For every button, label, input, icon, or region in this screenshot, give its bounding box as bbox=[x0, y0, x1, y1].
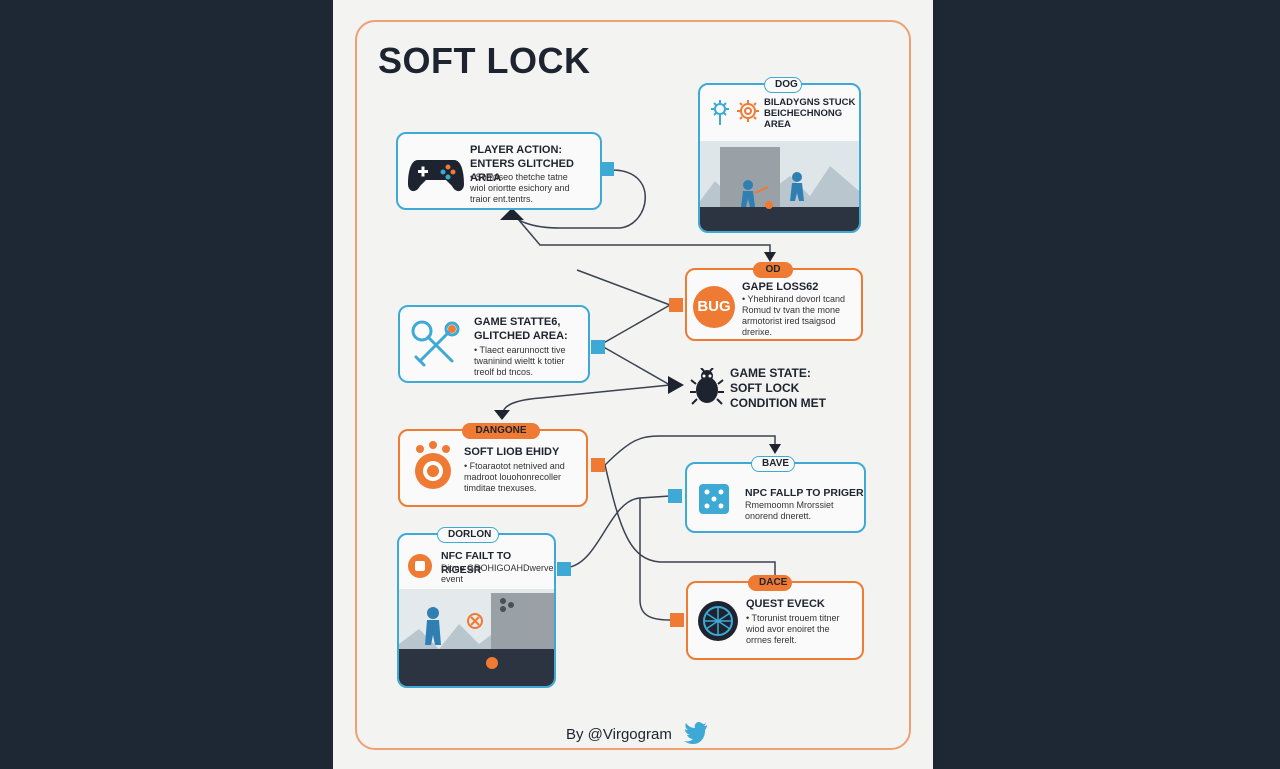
npc-fail-right-tag: BAVE bbox=[751, 456, 795, 472]
npc-fail-left-title: NFC FAILT TO RIGESR bbox=[441, 550, 512, 576]
line-to-entry bbox=[502, 384, 671, 413]
soft-lock-entry-desc: • Ftoaraotot netnived and madroot louoho… bbox=[464, 461, 565, 493]
line-npc-left-to-right bbox=[569, 495, 671, 568]
arrow-up bbox=[500, 208, 524, 220]
line-to-game-loss bbox=[511, 211, 771, 258]
connector-npc-fail-left bbox=[557, 562, 571, 576]
quest-check-title: QUEST EVECK bbox=[746, 598, 825, 610]
npc-fail-left-scene bbox=[399, 589, 554, 686]
player-action-title: PLAYER ACTION: ENTERS GLITCHED AREA bbox=[470, 144, 574, 184]
line-player-to-arrow bbox=[509, 169, 646, 229]
footer-byline: By @Virgogram bbox=[566, 726, 672, 743]
arrow-down-2 bbox=[494, 410, 510, 420]
globe-icon bbox=[698, 601, 738, 641]
card-stuck[interactable]: BILADYGNS STUCK BEICHECHNONG AREA DOG bbox=[698, 77, 861, 233]
twitter-bird-icon[interactable] bbox=[684, 722, 708, 744]
page-title: SOFT LOCK bbox=[378, 40, 591, 81]
connector-game-loss bbox=[669, 298, 683, 312]
alert-icon bbox=[415, 441, 451, 489]
soft-lock-entry-title: SOFT LIOB EHIDY bbox=[464, 446, 560, 458]
connector-npc-fail-right bbox=[668, 489, 682, 503]
card-player-action[interactable]: PLAYER ACTION: ENTERS GLITCHED AREA • So… bbox=[396, 132, 602, 210]
line-to-npc-right bbox=[604, 435, 776, 466]
card-npc-fail-right[interactable]: NPC FALLP TO PRIGER Rmemoomn Mrorssiet o… bbox=[685, 456, 866, 533]
game-loss-tag: OD bbox=[753, 262, 793, 278]
arrow-down-1 bbox=[764, 252, 776, 262]
connector-quest-check bbox=[670, 613, 684, 627]
npc-fail-left-tag: DORLON bbox=[437, 527, 499, 543]
stuck-scene bbox=[700, 141, 859, 231]
stuck-title: BILADYGNS STUCK BEICHECHNONG AREA bbox=[764, 97, 856, 130]
connector-game-state-glitched bbox=[591, 340, 605, 354]
connector-soft-lock-entry bbox=[591, 458, 605, 472]
line-diag-2 bbox=[599, 304, 671, 346]
bug-icon bbox=[690, 368, 724, 405]
line-to-softlock bbox=[599, 344, 671, 386]
line-diag-1 bbox=[576, 269, 671, 306]
gamepad-icon bbox=[408, 160, 464, 192]
dice-icon bbox=[699, 484, 729, 514]
game-state-glitched-title: GAME STATTE6, GLITCHED AREA: bbox=[474, 316, 568, 342]
quest-check-tag: DACE bbox=[748, 575, 792, 591]
soft-lock-met-title: GAME STATE: SOFT LOCK CONDITION MET bbox=[730, 366, 826, 410]
game-loss-desc: • Yhebhirand dovorl tcand Romud tv tvan … bbox=[742, 294, 846, 337]
npc-fail-right-desc: Rmemoomn Mrorssiet onorend dnerett. bbox=[745, 500, 834, 521]
card-game-state-glitched[interactable]: GAME STATTE6, GLITCHED AREA: • Tlaect ea… bbox=[398, 305, 590, 383]
gear-icon bbox=[711, 100, 759, 125]
arrow-down-3 bbox=[769, 444, 781, 454]
game-state-glitched-desc: • Tlaect earunnoctt tive twaninind wielt… bbox=[474, 345, 566, 377]
player-action-desc: • Somtiseo thetche tatne wiol oriortte e… bbox=[470, 172, 570, 204]
wrench-icon bbox=[411, 320, 460, 367]
npc-fail-left-desc: Ditme GROHIGOAHDwerve event bbox=[441, 563, 554, 584]
arrow-right-softlock bbox=[668, 376, 684, 394]
alert-small-icon bbox=[408, 554, 432, 578]
quest-check-desc: • Ttorunist trouem titner wiod avor enoi… bbox=[746, 613, 840, 645]
card-game-loss[interactable]: BUG GAPE LOSS62 • Yhebhirand dovorl tcan… bbox=[685, 262, 863, 341]
bug-badge: BUG bbox=[693, 286, 735, 328]
poster-frame bbox=[355, 20, 911, 750]
soft-lock-entry-tag: DANGONE bbox=[462, 423, 540, 439]
line-to-quest bbox=[604, 464, 776, 575]
card-npc-fail-left[interactable]: NFC FAILT TO RIGESR Ditme GROHIGOAHDwerv… bbox=[397, 527, 556, 688]
stuck-tag: DOG bbox=[764, 77, 802, 93]
card-soft-lock-entry[interactable]: SOFT LIOB EHIDY • Ftoaraotot netnived an… bbox=[398, 423, 588, 507]
card-quest-check[interactable]: QUEST EVECK • Ttorunist trouem titner wi… bbox=[686, 575, 864, 660]
npc-fail-right-title: NPC FALLP TO PRIGER bbox=[745, 487, 864, 499]
line-to-quest-left bbox=[639, 498, 671, 621]
game-loss-title: GAPE LOSS62 bbox=[742, 281, 819, 293]
connector-player-action bbox=[600, 162, 614, 176]
